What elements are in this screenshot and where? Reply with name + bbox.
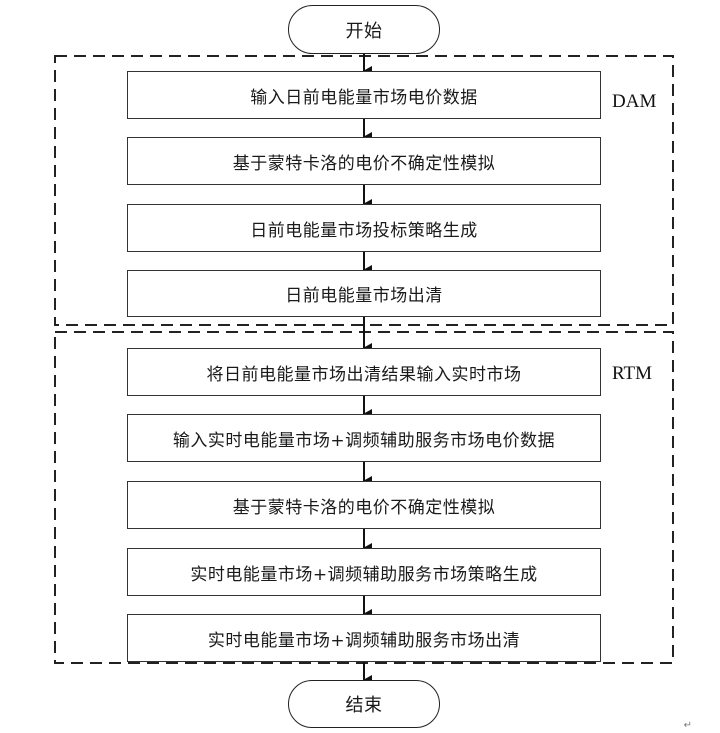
dam-step-bidding-strategy: 日前电能量市场投标策略生成 — [127, 204, 601, 252]
dam-step-input-prices: 输入日前电能量市场电价数据 — [127, 71, 601, 119]
rtm-step-input-prices: 输入实时电能量市场+调频辅助服务市场电价数据 — [127, 414, 601, 462]
end-terminal: 结束 — [288, 680, 440, 728]
step-label: 日前电能量市场投标策略生成 — [250, 220, 478, 241]
rtm-step-input-dam-results: 将日前电能量市场出清结果输入实时市场 — [127, 348, 601, 396]
start-terminal: 开始 — [288, 5, 440, 54]
step-label: 输入日前电能量市场电价数据 — [250, 87, 478, 108]
rtm-step-monte-carlo: 基于蒙特卡洛的电价不确定性模拟 — [127, 481, 601, 529]
dam-group-label: DAM — [612, 91, 657, 112]
paragraph-mark: ↵ — [683, 720, 692, 731]
step-label: 实时电能量市场+调频辅助服务市场策略生成 — [190, 564, 538, 585]
rtm-step-strategy: 实时电能量市场+调频辅助服务市场策略生成 — [127, 548, 601, 596]
step-label: 基于蒙特卡洛的电价不确定性模拟 — [232, 153, 496, 174]
step-label: 基于蒙特卡洛的电价不确定性模拟 — [232, 497, 496, 518]
rtm-step-clearing: 实时电能量市场+调频辅助服务市场出清 — [127, 614, 601, 662]
step-label: 日前电能量市场出清 — [285, 286, 443, 306]
step-label: 将日前电能量市场出清结果输入实时市场 — [206, 364, 522, 385]
start-label: 开始 — [345, 20, 383, 42]
end-label: 结束 — [345, 695, 383, 716]
step-label: 输入实时电能量市场+调频辅助服务市场电价数据 — [172, 430, 556, 451]
dam-step-clearing: 日前电能量市场出清 — [127, 270, 601, 317]
rtm-group-label: RTM — [612, 363, 653, 384]
dam-step-monte-carlo: 基于蒙特卡洛的电价不确定性模拟 — [127, 137, 601, 185]
step-label: 实时电能量市场+调频辅助服务市场出清 — [207, 630, 521, 651]
